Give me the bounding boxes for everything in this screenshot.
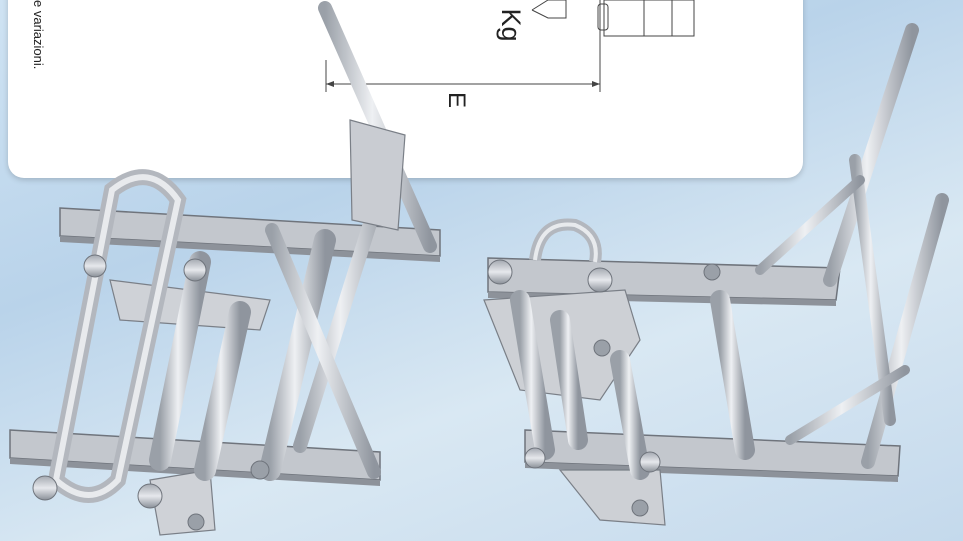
spec-panel bbox=[8, 0, 803, 178]
right-frame-view bbox=[483, 23, 949, 526]
left-frame-view bbox=[9, 1, 441, 536]
dimension-drawing bbox=[325, 0, 695, 92]
